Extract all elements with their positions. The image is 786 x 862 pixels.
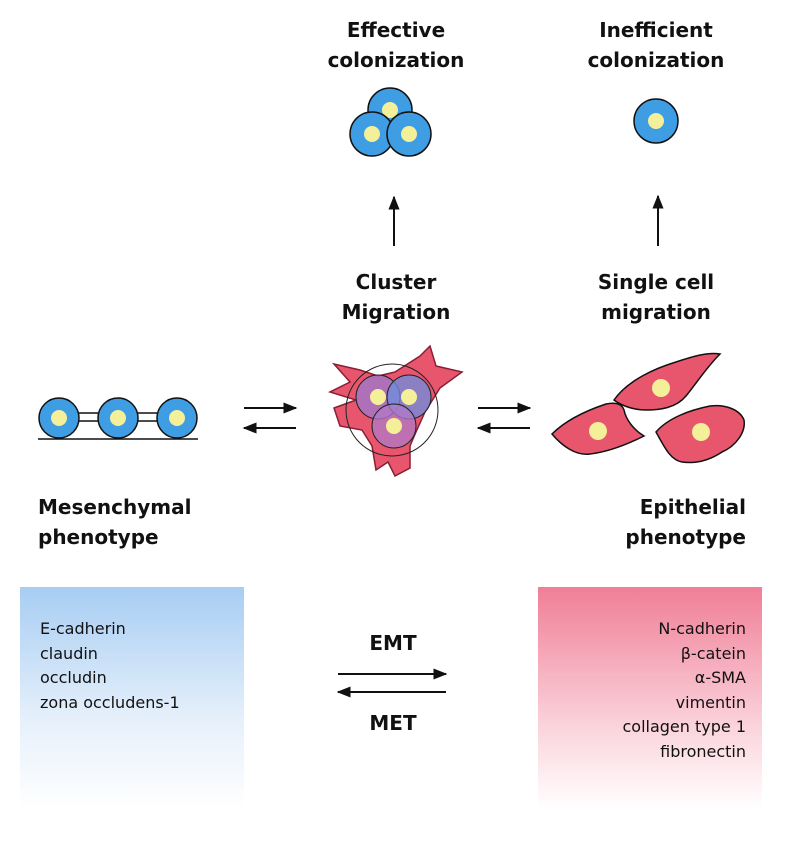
mesenchymal-phenotype-label: Mesenchymal phenotype <box>38 495 192 549</box>
hybrid-cluster-icon <box>327 344 464 478</box>
right-marker-list: N-cadherin β-catein α-SMA vimentin colla… <box>622 617 746 764</box>
list-item: β-catein <box>680 643 746 663</box>
mesenchymal-markers-box: N-cadherin β-catein α-SMA vimentin colla… <box>538 587 762 809</box>
list-item: N-cadherin <box>658 619 746 638</box>
cluster-migration-label: Cluster Migration <box>341 270 451 324</box>
epithelial-markers-box: E-cadherin claudin occludin zona occlude… <box>20 587 244 809</box>
cell-cluster-icon <box>349 87 432 157</box>
double-arrow-icon <box>242 402 298 434</box>
mesenchymal-cells-icon <box>550 352 745 464</box>
list-item: α-SMA <box>694 668 746 687</box>
list-item: zona occludens-1 <box>40 692 180 712</box>
epithelial-phenotype-label: Epithelial phenotype <box>625 495 746 549</box>
list-item: occludin <box>40 668 107 687</box>
single-cell-icon <box>633 98 679 144</box>
inefficient-colonization-label: Inefficient colonization <box>587 18 725 72</box>
list-item: claudin <box>40 643 98 663</box>
double-arrow-icon <box>476 402 532 434</box>
emt-label: EMT <box>369 631 417 655</box>
met-label: MET <box>369 711 417 735</box>
cell-chain-icon <box>38 397 198 440</box>
effective-colonization-label: Effective colonization <box>327 18 465 72</box>
list-item: vimentin <box>675 692 746 712</box>
list-item: collagen type 1 <box>622 717 746 736</box>
list-item: fibronectin <box>660 741 746 761</box>
left-marker-list: E-cadherin claudin occludin zona occlude… <box>40 617 180 715</box>
list-item: E-cadherin <box>40 619 126 638</box>
single-cell-migration-label: Single cell migration <box>597 270 715 324</box>
